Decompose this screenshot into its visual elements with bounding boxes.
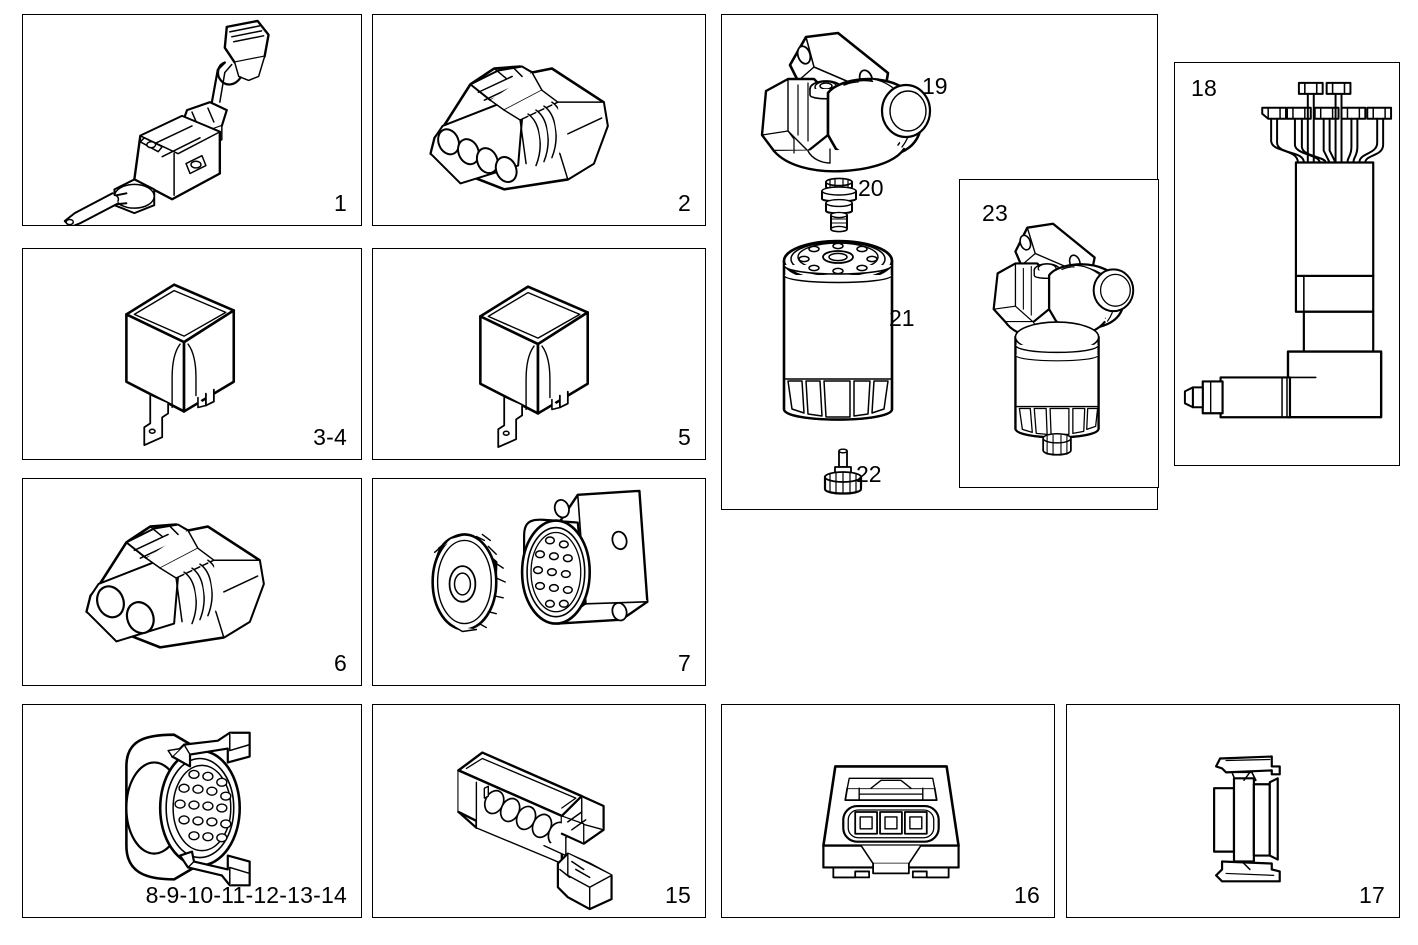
panel-label: 17 xyxy=(1359,882,1385,908)
panel-part-2: 2 xyxy=(372,14,706,226)
solenoid-actuator-illustration xyxy=(23,15,361,225)
panel-part-16: 16 xyxy=(721,704,1055,918)
two-way-connector-illustration xyxy=(23,479,361,685)
callout-label-22: 22 xyxy=(856,461,882,487)
panel-label: 5 xyxy=(678,424,691,450)
panel-label: 1 xyxy=(334,190,347,216)
panel-label: 16 xyxy=(1014,882,1040,908)
fuel-filter-assembly-illustration xyxy=(960,180,1158,487)
panel-label: 7 xyxy=(678,650,691,676)
panel-part-3-4: 3-4 xyxy=(22,248,362,460)
panel-label: 15 xyxy=(665,882,691,908)
fuel-filter-head-illustration xyxy=(752,23,962,188)
panel-label: 18 xyxy=(1191,75,1217,101)
panel-label: 3-4 xyxy=(313,424,347,450)
three-way-connector-front-illustration xyxy=(722,705,1054,917)
water-drain-plug-illustration xyxy=(808,447,878,503)
callout-label-21: 21 xyxy=(889,305,915,331)
connector-retainer-illustration xyxy=(1067,705,1399,917)
fuel-filter-cartridge-illustration xyxy=(758,227,938,449)
cube-relay-illustration xyxy=(23,249,361,459)
inline-connector-block-illustration xyxy=(373,705,705,917)
panel-fuel-filter-group: 19 xyxy=(721,14,1159,510)
panel-part-17: 17 xyxy=(1066,704,1400,918)
five-way-connector-illustration xyxy=(373,15,705,225)
panel-label: 2 xyxy=(678,190,691,216)
panel-part-8-14: 8-9-10-11-12-13-14 xyxy=(22,704,362,918)
panel-part-18: 18 xyxy=(1174,62,1400,466)
panel-part-6: 6 xyxy=(22,478,362,686)
callout-label-20: 20 xyxy=(858,175,884,201)
panel-part-7: 7 xyxy=(372,478,706,686)
panel-label: 6 xyxy=(334,650,347,676)
panel-part-23: 23 xyxy=(959,179,1159,488)
circular-connector-illustration xyxy=(373,479,705,685)
panel-part-15: 15 xyxy=(372,704,706,918)
check-valve-fitting-illustration xyxy=(800,177,890,245)
panel-part-1: 1 xyxy=(22,14,362,226)
panel-label: 8-9-10-11-12-13-14 xyxy=(145,882,347,908)
cube-relay-illustration xyxy=(373,249,705,459)
wiring-harness-illustration xyxy=(1175,63,1399,465)
panel-label: 23 xyxy=(982,200,1008,226)
panel-part-5: 5 xyxy=(372,248,706,460)
callout-label-19: 19 xyxy=(922,73,948,99)
round-multipin-connector-illustration xyxy=(23,705,361,917)
